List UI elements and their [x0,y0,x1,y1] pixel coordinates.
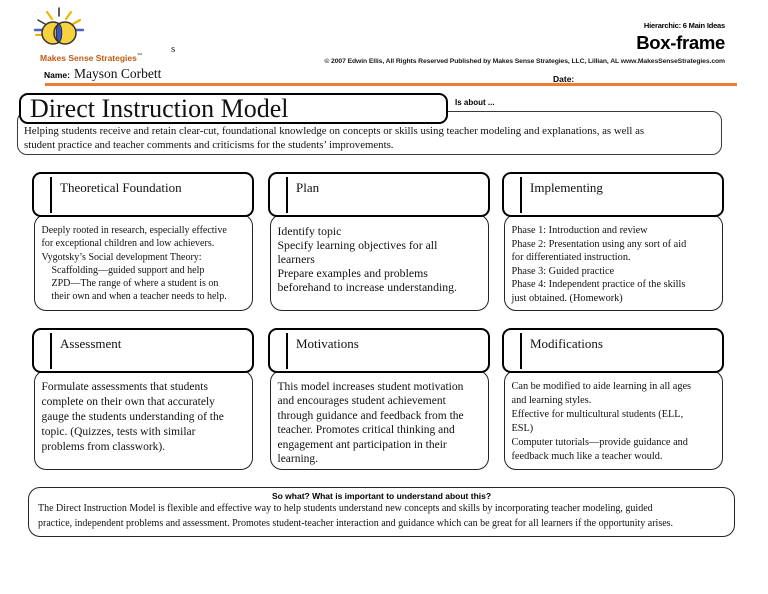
idea-body: This model increases student motivation … [269,370,489,470]
is-about-description-text: Helping students receive and retain clea… [24,125,645,151]
idea-header-box: Theoretical Foundation [32,172,254,217]
so-what-summary-box: So what? What is important to understand… [28,487,735,537]
so-what-body: The Direct Instruction Model is flexible… [38,503,674,529]
date-field: Date: [553,69,574,87]
idea-header-box: Modifications [502,328,724,373]
idea-body: Can be modified to aide learning in all … [503,370,723,470]
header-accent-bar [520,177,522,213]
idea-title: Assessment [60,336,122,351]
name-value: Mayson Corbett [73,66,162,81]
idea-header-box: Motivations [268,328,490,373]
idea-title: Implementing [530,180,603,195]
is-about-label: Is about ... [455,98,495,107]
hierarchic-label: Hierarchic: 6 Main Ideas [643,21,725,30]
header-divider-rule [45,83,737,86]
idea-body: Identify topic Specify learning objectiv… [269,214,489,311]
makes-sense-strategies-sun-logo-icon [33,7,85,54]
brand-wordmark: Makes Sense Strategies™ [40,53,142,63]
trademark-symbol: ™ [136,53,143,60]
name-field: Name: Mayson Corbett [44,66,161,82]
header-accent-bar [50,177,52,213]
header-right-block: Hierarchic: 6 Main Ideas Box-frame © 200… [324,21,725,65]
idea-title: Theoretical Foundation [60,180,182,195]
idea-header-box: Assessment [32,328,254,373]
copyright-line: © 2007 Edwin Ellis, All Rights Reserved … [324,58,725,65]
so-what-heading: So what? What is important to understand… [271,491,492,501]
header-accent-bar [520,333,522,369]
idea-body: Deeply rooted in research, especially ef… [33,214,253,311]
date-label: Date: [553,74,575,84]
template-title: Box-frame [636,32,725,53]
idea-header-box: Plan [268,172,490,217]
name-label: Name: [44,70,70,80]
main-topic-box: Direct Instruction Model [19,93,448,124]
header-accent-bar [286,177,288,213]
idea-title: Plan [296,180,320,195]
idea-title: Modifications [530,336,603,351]
brand-text: Makes Sense Strategies [40,53,137,63]
idea-body: Formulate assessments that students comp… [33,370,253,470]
idea-body: Phase 1: Introduction and review Phase 2… [503,214,723,311]
idea-title: Motivations [296,336,359,351]
header-accent-bar [286,333,288,369]
main-topic-title: Direct Instruction Model [30,94,289,123]
header-accent-bar [50,333,52,369]
stray-character: s [171,43,176,55]
idea-header-box: Implementing [502,172,724,217]
